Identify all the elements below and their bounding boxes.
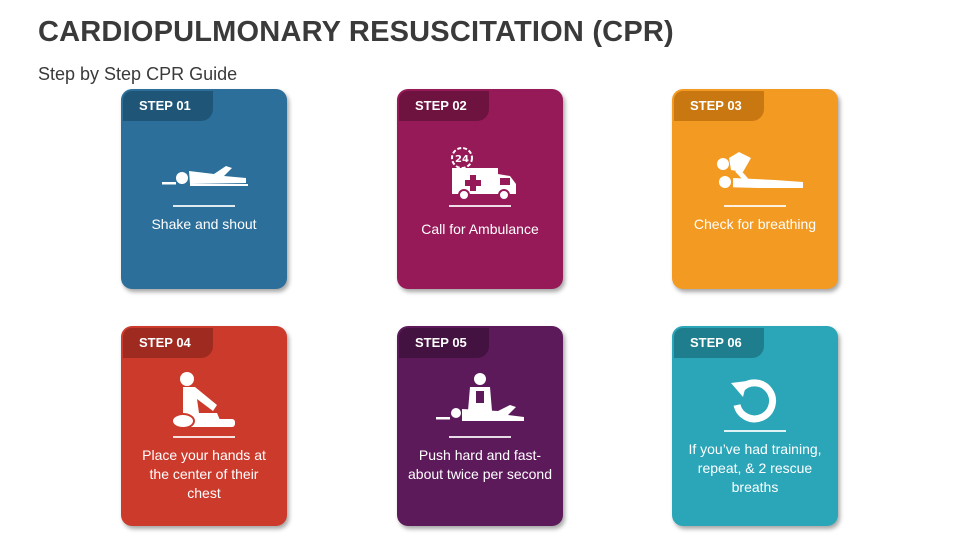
step-text: Call for Ambulance <box>421 221 539 237</box>
step-text: Shake and shout <box>151 216 257 232</box>
ambulance-24h-icon: 24 <box>451 147 516 201</box>
divider <box>449 205 511 207</box>
step-tag: STEP 02 <box>399 91 489 121</box>
step-card-06: STEP 06 If you’ve had training, repeat, … <box>672 326 838 526</box>
step-card-03: STEP 03 Check for breathing <box>672 89 838 289</box>
divider <box>724 205 786 207</box>
step-tag: STEP 01 <box>123 91 213 121</box>
divider <box>724 430 786 432</box>
step-tag: STEP 05 <box>399 328 489 358</box>
step-text: Push hard and fast- about twice per seco… <box>408 447 552 482</box>
step-text: Check for breathing <box>693 216 817 232</box>
step-card-04: STEP 04 Place your hands at the center o… <box>121 326 287 526</box>
step-card-02: STEP 02 24 Call for Ambulance <box>397 89 563 289</box>
divider <box>173 205 235 207</box>
repeat-arrow-icon <box>731 379 776 423</box>
step-text: If you’ve had training, repeat, & 2 resc… <box>688 441 822 495</box>
step-tag: STEP 04 <box>123 328 213 358</box>
divider <box>449 436 511 438</box>
step-tag: STEP 03 <box>674 91 764 121</box>
step-card-05: STEP 05 Push hard and fast- about twice … <box>397 326 563 526</box>
page-subtitle: Step by Step CPR Guide <box>38 64 238 84</box>
divider <box>173 436 235 438</box>
page-title: CARDIOPULMONARY RESUSCITATION (CPR) <box>38 16 674 48</box>
svg-text:24: 24 <box>455 154 469 165</box>
step-tag: STEP 06 <box>674 328 764 358</box>
step-card-01: STEP 01 Shake and shout <box>121 89 287 289</box>
chest-compression-icon <box>436 373 524 421</box>
check-breathing-icon <box>717 152 804 191</box>
step-text: Place your hands at the center of their … <box>142 447 266 501</box>
person-lying-icon <box>162 166 248 186</box>
hands-on-chest-icon <box>171 372 235 429</box>
